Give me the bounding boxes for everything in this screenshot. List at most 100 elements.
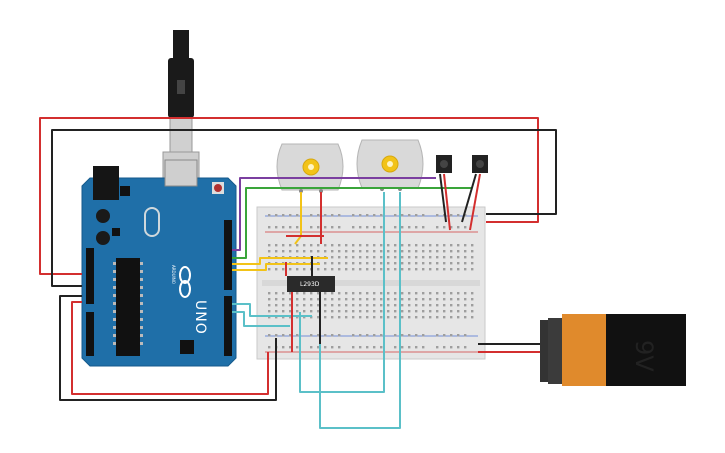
breadboard-hole[interactable] — [394, 268, 397, 271]
breadboard-hole[interactable] — [380, 250, 383, 253]
breadboard-hole[interactable] — [443, 346, 446, 349]
breadboard-hole[interactable] — [436, 244, 439, 247]
breadboard-hole[interactable] — [436, 316, 439, 319]
breadboard-hole[interactable] — [415, 292, 418, 295]
breadboard-hole[interactable] — [429, 250, 432, 253]
breadboard-hole[interactable] — [338, 292, 341, 295]
breadboard-hole[interactable] — [436, 250, 439, 253]
breadboard-hole[interactable] — [366, 244, 369, 247]
breadboard-hole[interactable] — [415, 214, 418, 217]
breadboard-hole[interactable] — [303, 310, 306, 313]
breadboard-hole[interactable] — [464, 268, 467, 271]
breadboard-hole[interactable] — [471, 268, 474, 271]
breadboard-hole[interactable] — [310, 214, 313, 217]
breadboard-hole[interactable] — [331, 304, 334, 307]
breadboard-hole[interactable] — [415, 346, 418, 349]
breadboard-hole[interactable] — [380, 346, 383, 349]
breadboard-hole[interactable] — [422, 316, 425, 319]
breadboard-hole[interactable] — [429, 256, 432, 259]
breadboard-hole[interactable] — [408, 226, 411, 229]
breadboard-hole[interactable] — [422, 214, 425, 217]
breadboard-hole[interactable] — [457, 310, 460, 313]
breadboard-hole[interactable] — [450, 310, 453, 313]
breadboard-hole[interactable] — [331, 298, 334, 301]
breadboard-hole[interactable] — [296, 304, 299, 307]
breadboard-hole[interactable] — [289, 214, 292, 217]
breadboard-hole[interactable] — [415, 250, 418, 253]
breadboard-hole[interactable] — [317, 244, 320, 247]
breadboard-hole[interactable] — [352, 316, 355, 319]
breadboard-hole[interactable] — [338, 334, 341, 337]
breadboard-hole[interactable] — [457, 346, 460, 349]
breadboard-hole[interactable] — [415, 226, 418, 229]
breadboard-hole[interactable] — [415, 262, 418, 265]
breadboard-hole[interactable] — [324, 214, 327, 217]
breadboard-hole[interactable] — [373, 268, 376, 271]
breadboard-hole[interactable] — [345, 250, 348, 253]
breadboard-hole[interactable] — [289, 244, 292, 247]
breadboard-hole[interactable] — [401, 298, 404, 301]
breadboard-hole[interactable] — [422, 310, 425, 313]
breadboard-hole[interactable] — [310, 250, 313, 253]
breadboard-hole[interactable] — [373, 250, 376, 253]
breadboard-hole[interactable] — [464, 310, 467, 313]
breadboard-hole[interactable] — [401, 268, 404, 271]
breadboard-hole[interactable] — [471, 250, 474, 253]
breadboard-hole[interactable] — [464, 316, 467, 319]
breadboard-hole[interactable] — [408, 268, 411, 271]
breadboard-hole[interactable] — [275, 244, 278, 247]
breadboard-hole[interactable] — [429, 310, 432, 313]
breadboard-hole[interactable] — [268, 346, 271, 349]
breadboard-hole[interactable] — [422, 256, 425, 259]
breadboard-hole[interactable] — [296, 316, 299, 319]
breadboard-hole[interactable] — [338, 346, 341, 349]
pushbutton-2[interactable] — [472, 155, 488, 173]
breadboard-hole[interactable] — [380, 316, 383, 319]
breadboard-hole[interactable] — [275, 292, 278, 295]
breadboard-hole[interactable] — [352, 256, 355, 259]
pushbutton-1[interactable] — [436, 155, 452, 173]
breadboard-hole[interactable] — [275, 334, 278, 337]
breadboard-hole[interactable] — [310, 298, 313, 301]
breadboard-hole[interactable] — [436, 268, 439, 271]
breadboard-hole[interactable] — [359, 292, 362, 295]
breadboard-hole[interactable] — [450, 346, 453, 349]
breadboard-hole[interactable] — [450, 244, 453, 247]
breadboard-hole[interactable] — [275, 316, 278, 319]
breadboard-hole[interactable] — [422, 268, 425, 271]
breadboard-hole[interactable] — [296, 268, 299, 271]
breadboard-hole[interactable] — [331, 268, 334, 271]
breadboard-hole[interactable] — [310, 304, 313, 307]
breadboard-hole[interactable] — [310, 244, 313, 247]
breadboard-hole[interactable] — [352, 214, 355, 217]
breadboard-hole[interactable] — [471, 298, 474, 301]
breadboard-hole[interactable] — [464, 292, 467, 295]
breadboard-hole[interactable] — [394, 298, 397, 301]
breadboard-hole[interactable] — [282, 214, 285, 217]
breadboard-hole[interactable] — [436, 214, 439, 217]
breadboard-hole[interactable] — [464, 250, 467, 253]
breadboard-hole[interactable] — [338, 244, 341, 247]
breadboard-hole[interactable] — [450, 250, 453, 253]
breadboard-hole[interactable] — [394, 262, 397, 265]
breadboard-hole[interactable] — [338, 226, 341, 229]
breadboard-hole[interactable] — [457, 292, 460, 295]
breadboard-hole[interactable] — [345, 268, 348, 271]
breadboard-hole[interactable] — [282, 346, 285, 349]
breadboard-hole[interactable] — [359, 214, 362, 217]
breadboard-hole[interactable] — [380, 244, 383, 247]
breadboard-hole[interactable] — [359, 304, 362, 307]
breadboard-hole[interactable] — [366, 262, 369, 265]
breadboard-hole[interactable] — [464, 256, 467, 259]
breadboard-hole[interactable] — [450, 298, 453, 301]
breadboard-hole[interactable] — [401, 250, 404, 253]
breadboard-hole[interactable] — [359, 268, 362, 271]
breadboard-hole[interactable] — [303, 292, 306, 295]
breadboard-hole[interactable] — [394, 304, 397, 307]
breadboard-hole[interactable] — [387, 250, 390, 253]
breadboard-hole[interactable] — [401, 292, 404, 295]
breadboard-hole[interactable] — [408, 304, 411, 307]
breadboard-hole[interactable] — [457, 262, 460, 265]
breadboard-hole[interactable] — [338, 214, 341, 217]
breadboard-hole[interactable] — [296, 292, 299, 295]
